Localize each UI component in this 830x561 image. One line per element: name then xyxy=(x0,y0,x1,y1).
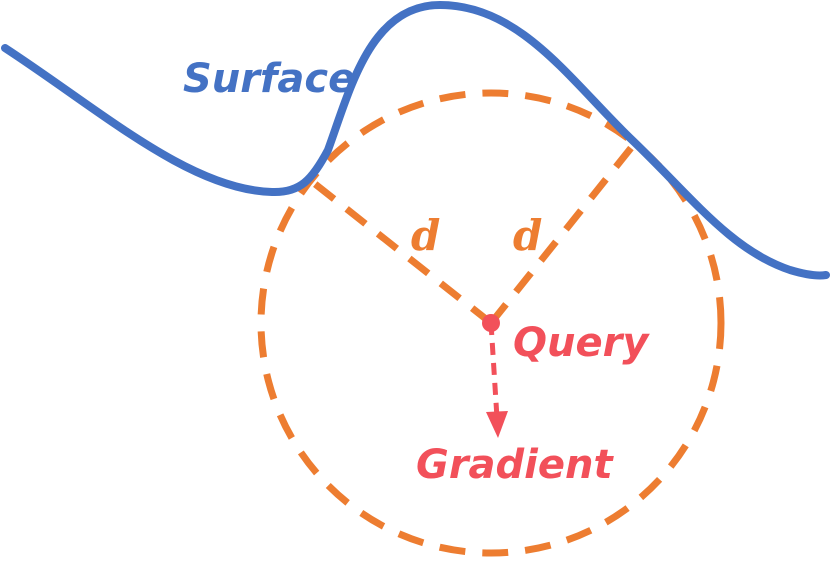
surface-label: Surface xyxy=(183,56,355,102)
distance-line-left xyxy=(307,177,494,326)
distance-label-left: d xyxy=(411,211,440,260)
query-point xyxy=(482,314,500,332)
distance-circle xyxy=(257,89,725,557)
query-label: Query xyxy=(513,320,650,366)
distance-label-right: d xyxy=(513,211,542,260)
gradient-arrowhead xyxy=(486,411,508,438)
gradient-label: Gradient xyxy=(416,442,615,488)
surface-curve xyxy=(1,1,830,280)
gradient-arrow xyxy=(488,322,500,419)
